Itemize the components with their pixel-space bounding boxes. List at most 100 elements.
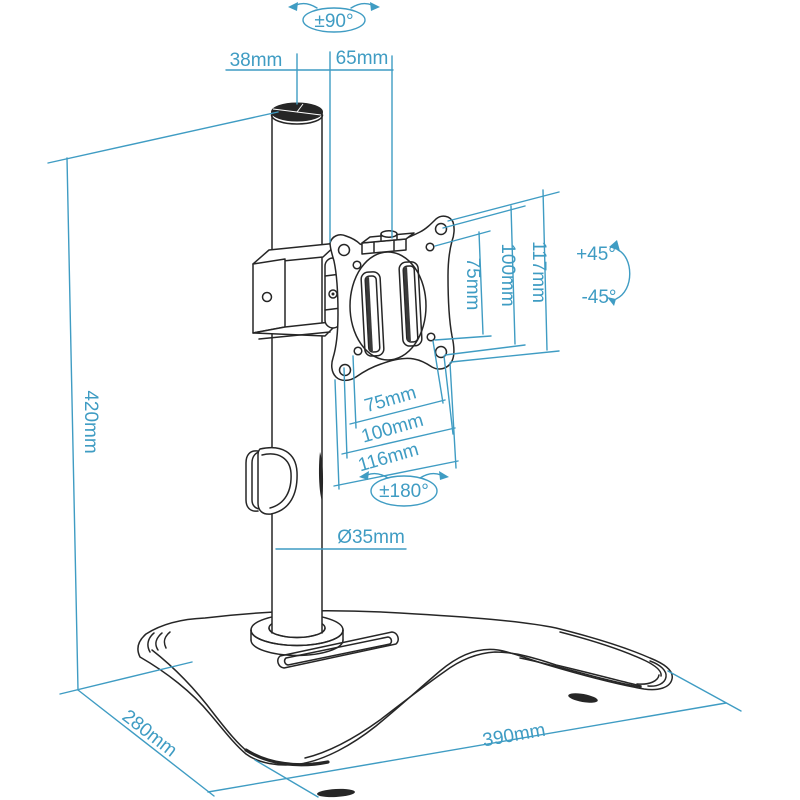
base-wing-top-contour [559, 631, 662, 677]
swivel-arrow-left-icon [295, 2, 318, 9]
swivel-arrowhead-left-icon [288, 2, 298, 11]
swivel-arrow-right-icon [350, 2, 373, 9]
tilt-arrowhead-bottom-icon [607, 297, 616, 306]
vesa-slot-inner [402, 265, 419, 343]
vesa-tab-screw [380, 230, 398, 238]
rotation-arrowhead-left-icon [359, 471, 369, 480]
vesa-slot-right [398, 261, 423, 347]
cable-clip-hook [257, 447, 298, 515]
pole-cap-rim [270, 114, 324, 125]
vesa-h116-line [333, 460, 459, 487]
base [137, 609, 673, 798]
vesa-plate [329, 215, 455, 382]
tilt-arrowhead-top-icon [609, 240, 620, 251]
vesa-slot-shadow [403, 267, 411, 342]
vesa-height-75-label: 75mm [462, 258, 483, 311]
width-extension-right [667, 670, 742, 712]
base-boss-front-rim [250, 629, 344, 647]
pole-cap-seams [272, 103, 322, 116]
swivel-ellipse [302, 7, 366, 33]
vesa-tab-slits [373, 239, 395, 253]
vesa-slot-shadow [365, 277, 373, 352]
height-extension-bottom [59, 661, 193, 695]
dimensions: ±90° 38mm 65mm 420mm 280mm 390mm 75mm 10… [47, 2, 742, 798]
base-front-bottom-edge [244, 748, 330, 767]
base-wing-bottom-contour [519, 657, 642, 688]
vesa-slot-inner [364, 275, 381, 353]
rotation-arrow-right-icon [419, 472, 442, 479]
vesa-tab-screw-body [380, 233, 398, 241]
tilt-arc-icon [615, 249, 631, 300]
vesa-h75-line [349, 399, 446, 425]
vesa-inner-hole [352, 260, 362, 270]
pole-clamp [252, 242, 342, 340]
vesa-corner-hole [337, 243, 351, 257]
height-extension-top [47, 111, 279, 164]
vesa-corner-hole [434, 222, 448, 236]
vesa-h116-ext-right [449, 362, 457, 469]
pole-height-label: 420mm [80, 390, 101, 453]
pole-body-fill [272, 112, 322, 634]
vesa-h100-ext-right [443, 355, 454, 435]
clamp-bottom-lip [258, 331, 331, 340]
cable-clip-strap-inner [251, 450, 263, 510]
base-handle-slot [277, 631, 399, 669]
clamp-left-plate [252, 258, 286, 334]
tilt-up-label: +45° [576, 244, 616, 265]
vesa-inner-hole [425, 242, 435, 252]
cable-clip [245, 447, 298, 515]
base-foot-pad [568, 693, 598, 703]
clamp-hinge-screw-center [331, 292, 335, 296]
plate-height-label: 117mm [528, 241, 549, 303]
base-tip-contour [155, 632, 163, 651]
base-handle-slot-inner [283, 636, 393, 666]
rotation-ellipse [370, 475, 438, 507]
vesa-height-100-label: 100mm [497, 243, 518, 306]
base-boss-fillet [250, 639, 344, 657]
base-front-contour [304, 651, 642, 759]
cable-clip-hook-contour [261, 453, 292, 509]
width-extension-left [254, 759, 319, 798]
height-dimension-line [66, 157, 79, 691]
vesa-h75-ext-left [352, 355, 357, 429]
base-depth-label: 280mm [118, 706, 181, 762]
vesa-v75-ext-bottom [434, 335, 492, 341]
clamp-screw-hole [261, 291, 273, 303]
base-wing-tip-contour [647, 660, 667, 687]
vesa-inner-hole [353, 346, 363, 356]
rotation-arrowhead-right-icon [439, 471, 449, 480]
vesa-v100-line [510, 205, 516, 345]
vesa-inner-hole [426, 332, 436, 342]
swivel-arrowhead-right-icon [370, 2, 380, 11]
depth-dimension-line [77, 689, 215, 797]
vesa-v100-ext-bottom [444, 344, 526, 356]
base-left-edge-contour [151, 649, 249, 753]
base-outline [137, 609, 673, 766]
vesa-v75-ext-top [434, 230, 491, 247]
width-dimension-line [207, 702, 727, 793]
pole-cable-slot [318, 452, 324, 501]
vesa-top-tab-top [361, 232, 415, 244]
vesa-v117-ext-top [447, 191, 560, 222]
rotation-arrow-left-icon [366, 472, 389, 479]
pole-to-plate-label: 65mm [336, 48, 389, 69]
base-wing-tip-contour [636, 674, 660, 685]
base-width-label: 390mm [481, 720, 547, 752]
tilt-down-label: -45° [581, 287, 616, 308]
pole-cap-width-label: 38mm [230, 50, 283, 71]
swivel-label: ±90° [314, 11, 353, 32]
vesa-slot-outer [360, 271, 385, 357]
pole [250, 102, 344, 657]
base-tip-contour [163, 631, 171, 649]
base-tip-contour [147, 632, 155, 653]
base-foot-pad [317, 788, 355, 798]
vesa-slot-outer [398, 261, 423, 347]
vesa-corner-hole [434, 345, 448, 359]
vesa-v117-line [542, 189, 548, 351]
vesa-h75-ext-right [432, 340, 444, 404]
vesa-corner-hole [338, 363, 352, 377]
base-boss-hole-front [268, 627, 326, 639]
vesa-v117-ext-bottom [450, 350, 560, 363]
